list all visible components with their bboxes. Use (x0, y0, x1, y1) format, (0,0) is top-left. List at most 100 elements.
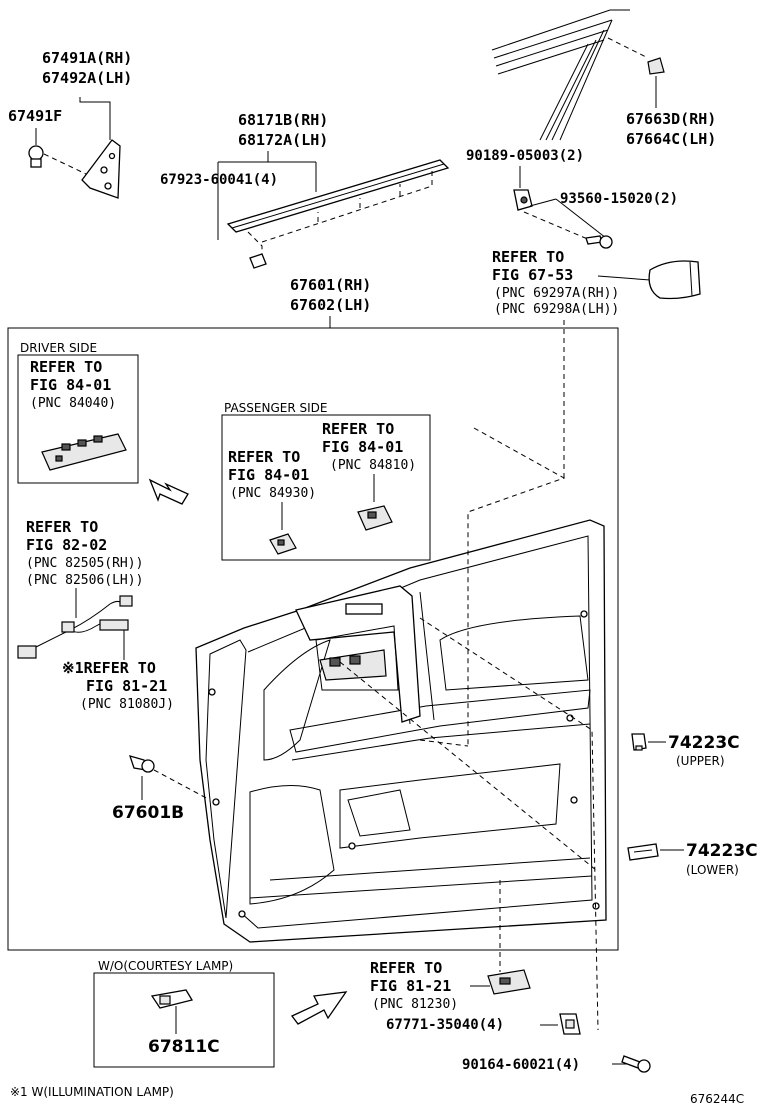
part-bracket-67491a[interactable] (81, 139, 121, 199)
label-lower: (LOWER) (686, 863, 739, 877)
dash-67663d (607, 37, 649, 59)
driver-side-box (17, 354, 139, 484)
label-67491f[interactable]: 67491F (8, 107, 62, 125)
label-67491a[interactable]: 67491A(RH) 67492A(LH) (42, 49, 132, 87)
label-67923[interactable]: 67923-60041(4) (160, 172, 278, 188)
arrow-courtesy (290, 991, 348, 1025)
courtesy-caption: W/O(COURTESY LAMP) (98, 959, 233, 973)
driver-side-caption: DRIVER SIDE (20, 341, 97, 355)
label-67601b[interactable]: 67601B (112, 803, 184, 823)
svg-text:(PNC 81230): (PNC 81230) (372, 997, 458, 1012)
passenger-side-caption: PASSENGER SIDE (224, 401, 327, 415)
diagram-id: 676244C (690, 1092, 744, 1106)
part-door-trim-board[interactable] (195, 519, 607, 943)
svg-text:(PNC 82506(LH)): (PNC 82506(LH)) (26, 573, 143, 588)
svg-text:(PNC 69297A(RH)): (PNC 69297A(RH)) (494, 286, 619, 301)
svg-text:FIG 81-21: FIG 81-21 (370, 977, 451, 995)
leader-68171b (217, 151, 317, 240)
courtesy-box (93, 972, 275, 1068)
label-67811c[interactable]: 67811C (148, 1037, 220, 1057)
ref-passenger-84810[interactable]: REFER TO FIG 84-01 (PNC 84810) (322, 420, 416, 473)
part-switch-84810[interactable] (357, 505, 393, 531)
svg-text:(PNC 69298A(LH)): (PNC 69298A(LH)) (494, 302, 619, 317)
arrow-driver-to-passenger (148, 478, 189, 505)
ref-fig-67-53[interactable]: REFER TO FIG 67-53 (PNC 69297A(RH)) (PNC… (492, 248, 619, 317)
part-weatherstrip-68171b[interactable] (226, 159, 450, 233)
part-armrest-cover[interactable] (648, 260, 701, 300)
svg-text:FIG 84-01: FIG 84-01 (322, 438, 403, 456)
ref-fig-82-02[interactable]: REFER TO FIG 82-02 (PNC 82505(RH)) (PNC … (26, 518, 143, 588)
dash-trim-assembly (339, 427, 599, 1031)
leader-93560-a (529, 198, 557, 207)
svg-text:REFER TO: REFER TO (370, 959, 442, 977)
svg-text:REFER TO: REFER TO (322, 420, 394, 438)
label-67601[interactable]: 67601(RH) 67602(LH) (290, 276, 371, 314)
label-74223c-upper[interactable]: 74223C (668, 733, 740, 753)
leader-67491a (79, 97, 111, 140)
ref-passenger-84930[interactable]: REFER TO FIG 84-01 (PNC 84930) (228, 448, 316, 501)
svg-text:REFER TO: REFER TO (492, 248, 564, 266)
svg-text:FIG 81-21: FIG 81-21 (86, 677, 167, 695)
part-switch-84930[interactable] (269, 533, 297, 555)
door-trim-group-box (7, 327, 619, 951)
dash-67601b (153, 769, 211, 801)
svg-text:(PNC 81080J): (PNC 81080J) (80, 697, 174, 712)
svg-text:REFER TO: REFER TO (26, 518, 98, 536)
part-clip-74223c-lower[interactable] (627, 843, 659, 861)
svg-text:(PNC 84810): (PNC 84810) (330, 458, 416, 473)
label-90164[interactable]: 90164-60021(4) (462, 1057, 580, 1073)
svg-text:FIG 67-53: FIG 67-53 (492, 266, 573, 284)
part-clip-67923[interactable] (249, 253, 267, 269)
svg-text:67664C(LH): 67664C(LH) (626, 130, 716, 148)
part-driver-master-switch[interactable] (41, 433, 127, 471)
part-wire-harness[interactable] (17, 595, 133, 659)
svg-text:(PNC 84930): (PNC 84930) (230, 486, 316, 501)
svg-text:67491A(RH): 67491A(RH) (42, 49, 132, 67)
part-courtesy-cover-67811c[interactable] (150, 989, 194, 1009)
label-upper: (UPPER) (676, 754, 725, 768)
label-68171b[interactable]: 68171B(RH) 68172A(LH) (238, 111, 328, 149)
svg-text:FIG 82-02: FIG 82-02 (26, 536, 107, 554)
svg-text:67663D(RH): 67663D(RH) (626, 110, 716, 128)
dash-93560 (523, 211, 591, 241)
label-74223c-lower[interactable]: 74223C (686, 841, 758, 861)
svg-text:68171B(RH): 68171B(RH) (238, 111, 328, 129)
part-clip-74223c-upper[interactable] (631, 733, 647, 751)
ref-fig-81-21-lamp[interactable]: REFER TO FIG 81-21 (PNC 81230) (370, 959, 458, 1012)
label-90189[interactable]: 90189-05003(2) (466, 148, 584, 164)
svg-text:67601(RH): 67601(RH) (290, 276, 371, 294)
ref-driver-switch[interactable]: REFER TO FIG 84-01 (PNC 84040) (30, 358, 116, 411)
svg-text:FIG 84-01: FIG 84-01 (30, 376, 111, 394)
part-nut-90189[interactable] (513, 189, 533, 211)
svg-text:REFER TO: REFER TO (228, 448, 300, 466)
part-courtesy-lamp[interactable] (487, 969, 531, 995)
part-clip-67601b[interactable] (128, 755, 155, 773)
dash-weatherstrip-clips (247, 170, 433, 256)
part-clip-67491f[interactable] (28, 145, 44, 168)
svg-text:67602(LH): 67602(LH) (290, 296, 371, 314)
ref-fig-81-21-illumination[interactable]: ※1REFER TO FIG 81-21 (PNC 81080J) (62, 659, 174, 712)
svg-text:REFER TO: REFER TO (30, 358, 102, 376)
part-seal-67663d[interactable] (647, 57, 665, 75)
label-93560[interactable]: 93560-15020(2) (560, 191, 678, 207)
leader-93560-b (555, 198, 607, 239)
svg-text:68172A(LH): 68172A(LH) (238, 131, 328, 149)
part-screw-93560[interactable] (585, 235, 613, 249)
part-screw-90164[interactable] (621, 1055, 651, 1073)
svg-text:67492A(LH): 67492A(LH) (42, 69, 132, 87)
svg-text:(PNC 82505(RH)): (PNC 82505(RH)) (26, 556, 143, 571)
footnote-illumination: ※1 W(ILLUMINATION LAMP) (10, 1085, 174, 1099)
part-glass-channel[interactable] (491, 9, 630, 141)
label-67771[interactable]: 67771-35040(4) (386, 1017, 504, 1033)
label-67663d[interactable]: 67663D(RH) 67664C(LH) (626, 110, 716, 148)
svg-text:FIG 84-01: FIG 84-01 (228, 466, 309, 484)
leader-fig-67-53 (597, 275, 651, 281)
svg-text:(PNC 84040): (PNC 84040) (30, 396, 116, 411)
part-inside-handle-bezel[interactable] (295, 585, 421, 723)
part-nut-67771[interactable] (559, 1013, 581, 1035)
passenger-side-box (221, 414, 431, 561)
dash-67491f (43, 153, 87, 175)
svg-text:※1REFER TO: ※1REFER TO (62, 659, 156, 677)
